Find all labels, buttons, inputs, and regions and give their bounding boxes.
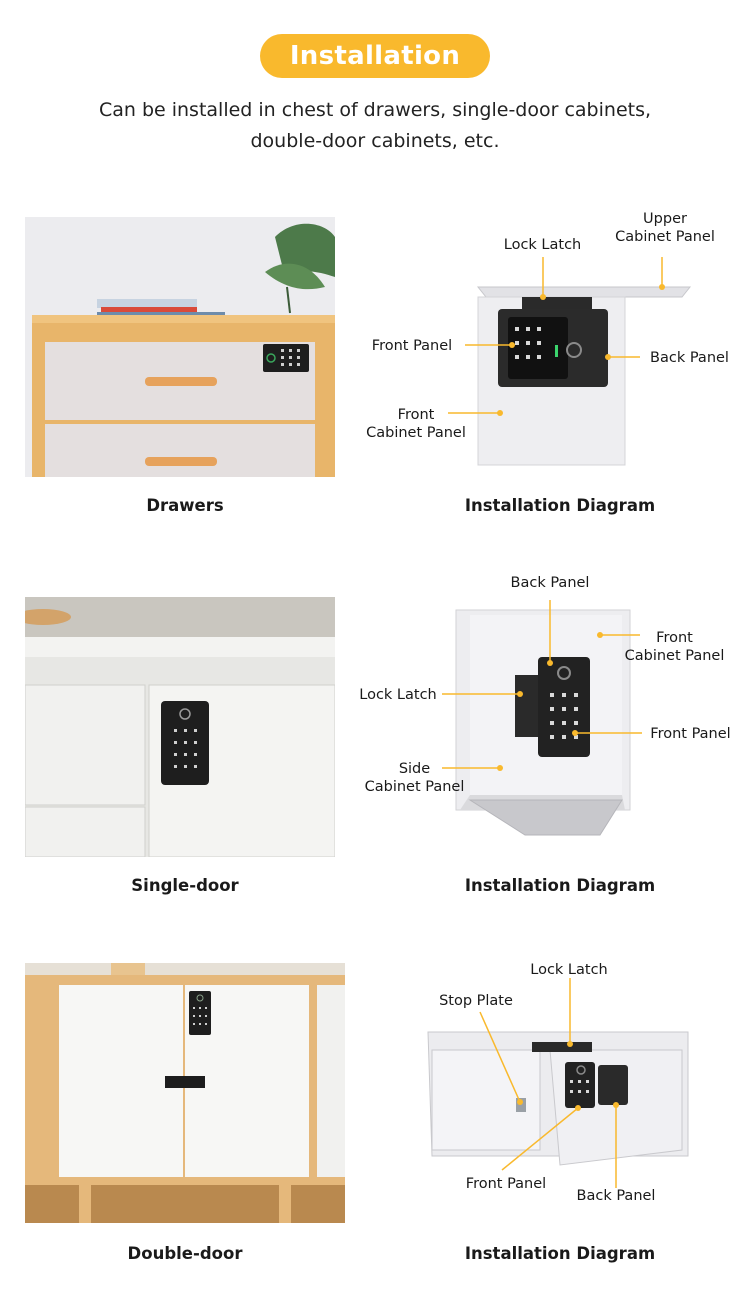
label-line: Cabinet Panel <box>366 425 466 441</box>
label-upper-cabinet-panel: Upper Cabinet Panel <box>600 210 730 246</box>
label-front-cabinet-panel: Front Cabinet Panel <box>355 406 477 442</box>
label-line: Cabinet Panel <box>364 779 465 795</box>
label-line: Cabinet Panel <box>615 229 715 245</box>
intro-text: Can be installed in chest of drawers, si… <box>40 95 710 157</box>
intro-line-1: Can be installed in chest of drawers, si… <box>98 99 652 121</box>
label-front-panel: Front Panel <box>371 338 453 354</box>
label-line: Side <box>398 761 431 777</box>
label-line: Front <box>656 630 693 646</box>
drawers-installation-diagram <box>448 257 692 466</box>
label-line: Upper <box>643 211 687 227</box>
label-front-panel-3: Front Panel <box>465 1176 547 1192</box>
label-back-panel: Back Panel <box>650 350 729 366</box>
double-door-installation-diagram <box>427 978 689 1188</box>
label-side-cabinet-panel: Side Cabinet Panel <box>352 760 477 796</box>
diagram-caption-1: Installation Diagram <box>464 496 656 515</box>
single-door-installation-diagram <box>442 600 642 836</box>
drawers-photo <box>25 217 335 477</box>
intro-line-2: double-door cabinets, etc. <box>250 130 500 152</box>
single-door-caption: Single-door <box>131 876 239 895</box>
label-lock-latch-3: Lock Latch <box>530 962 608 978</box>
label-front-panel-2: Front Panel <box>650 726 731 742</box>
label-back-panel-3: Back Panel <box>576 1188 656 1204</box>
double-door-caption: Double-door <box>127 1244 243 1263</box>
label-stop-plate: Stop Plate <box>439 993 513 1009</box>
label-lock-latch-2: Lock Latch <box>359 687 437 703</box>
drawers-caption: Drawers <box>146 496 224 515</box>
label-back-panel-2: Back Panel <box>510 575 590 591</box>
double-door-photo <box>25 963 345 1223</box>
label-lock-latch: Lock Latch <box>503 237 582 253</box>
single-door-photo <box>25 597 335 857</box>
diagram-caption-3: Installation Diagram <box>464 1244 656 1263</box>
diagram-caption-2: Installation Diagram <box>464 876 656 895</box>
label-line: Cabinet Panel <box>624 648 725 664</box>
label-line: Front <box>397 407 435 423</box>
section-title-badge: Installation <box>260 34 490 78</box>
label-front-cabinet-panel-2: Front Cabinet Panel <box>612 629 737 665</box>
